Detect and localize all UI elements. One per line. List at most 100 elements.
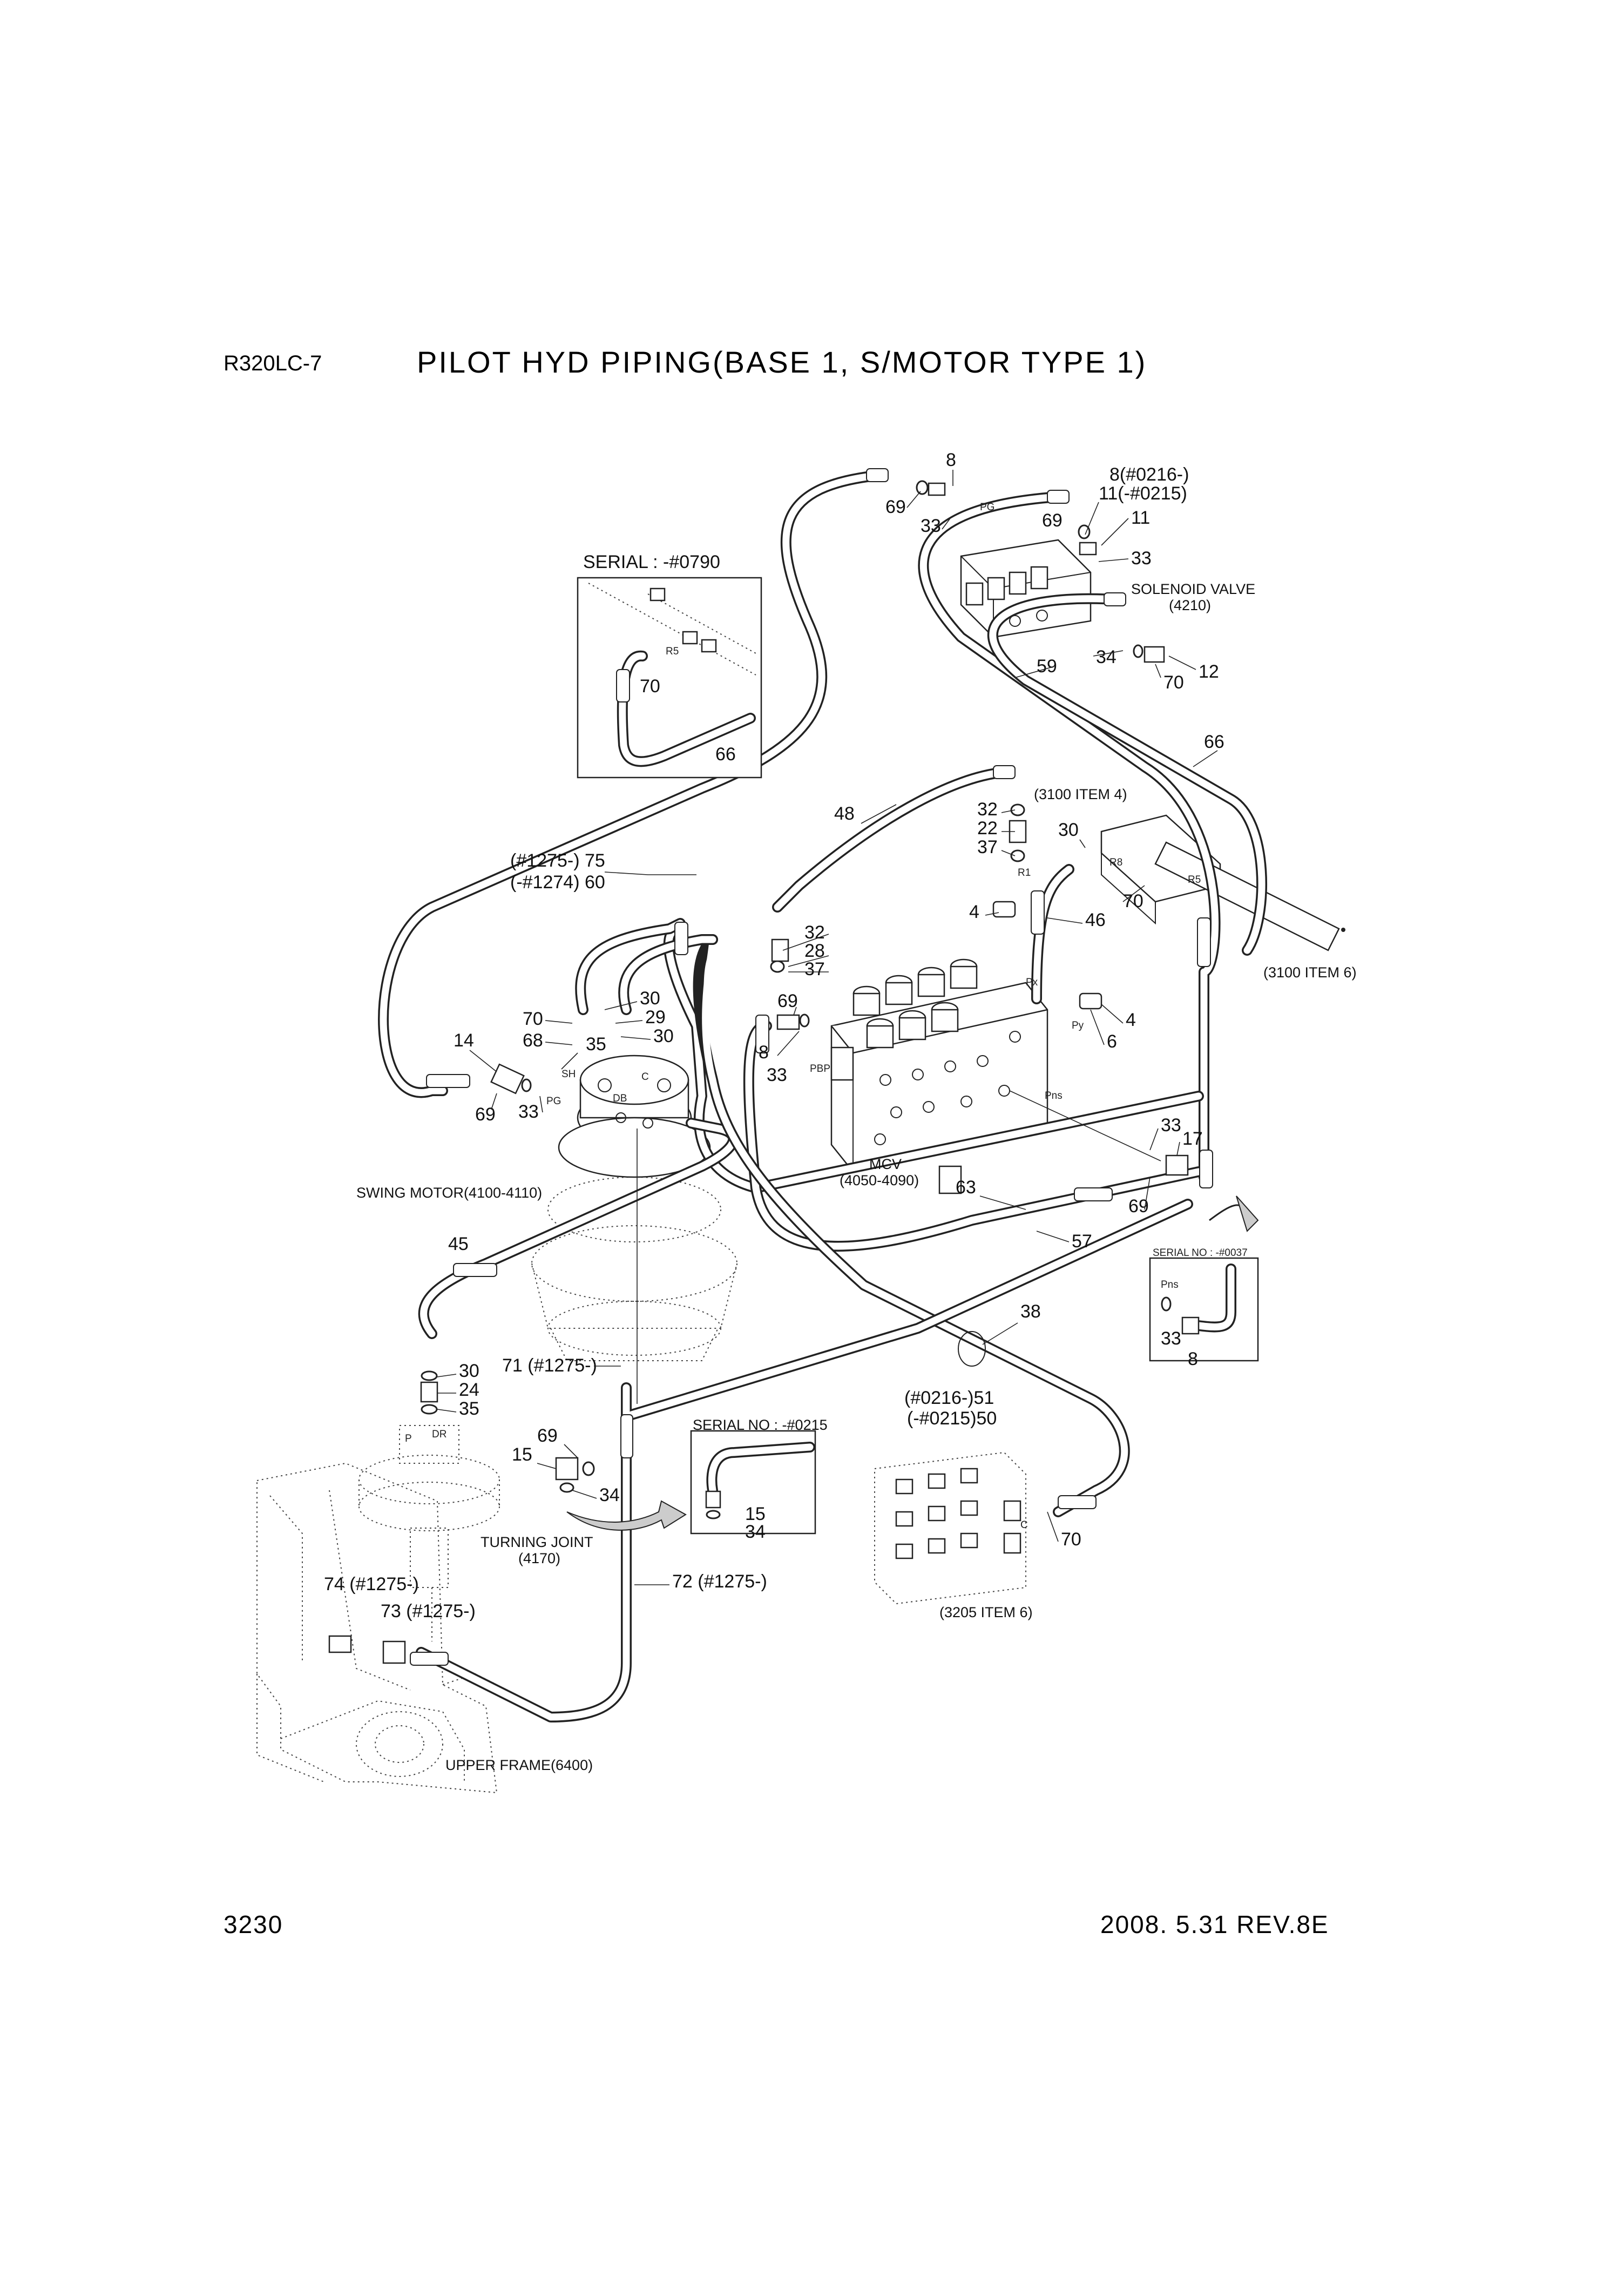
- callout-22: 22: [977, 818, 998, 839]
- callout-33-sv: 33: [1131, 548, 1152, 569]
- inset-0215-title: SERIAL NO : -#0215: [693, 1417, 828, 1433]
- inset-0037-title: SERIAL NO : -#0037: [1153, 1247, 1248, 1259]
- page-title: PILOT HYD PIPING(BASE 1, S/MOTOR TYPE 1): [417, 345, 1147, 379]
- callout-37-b: 37: [804, 959, 825, 979]
- callout-50: (-#0215)50: [907, 1408, 997, 1429]
- inset-0215-label-34: 34: [745, 1522, 766, 1542]
- callout-46: 46: [1085, 910, 1106, 930]
- port-r5: R5: [1188, 874, 1201, 886]
- mcv-ref: (4050-4090): [840, 1172, 919, 1188]
- callout-33-l: 33: [518, 1102, 539, 1122]
- callout-12-sv: 12: [1199, 661, 1219, 682]
- turning-joint-ref: (4170): [518, 1550, 560, 1566]
- ref-3205-item6: (3205 ITEM 6): [939, 1604, 1033, 1620]
- callout-38: 38: [1020, 1301, 1041, 1322]
- callout-57: 57: [1072, 1231, 1092, 1252]
- ref-3100-item6: (3100 ITEM 6): [1263, 964, 1357, 981]
- mcv-drawing: [830, 958, 1048, 1194]
- port-pbp: PBP: [810, 1063, 830, 1075]
- turning-joint-label: TURNING JOINT: [481, 1534, 593, 1550]
- callout-69-top: 69: [885, 497, 906, 517]
- inset-serial-0790: SERIAL : -#0790 R5 70 66: [577, 552, 762, 779]
- callout-66: 66: [1204, 732, 1224, 752]
- port-c-3205: C: [1020, 1519, 1028, 1531]
- inset-0215-label-15: 15: [745, 1504, 766, 1524]
- solenoid-valve-drawing: [960, 539, 1092, 638]
- solenoid-valve-label: SOLENOID VALVE: [1131, 581, 1255, 597]
- port-pg-top: PG: [980, 502, 994, 513]
- callout-32-a: 32: [977, 799, 998, 820]
- callout-15: 15: [512, 1444, 532, 1465]
- arrow-to-inset-0215: [566, 1500, 687, 1531]
- inset-0790-label-70: 70: [640, 676, 660, 697]
- port-pns: Pns: [1045, 1090, 1063, 1102]
- upper-frame-label: UPPER FRAME(6400): [445, 1757, 593, 1773]
- port-r1: R1: [1018, 867, 1031, 879]
- swing-motor-label: SWING MOTOR(4100-4110): [356, 1185, 542, 1201]
- callout-73: 73 (#1275-): [381, 1601, 476, 1621]
- callout-14: 14: [454, 1030, 474, 1051]
- callout-59: 59: [1037, 656, 1057, 677]
- port-py: Py: [1072, 1020, 1084, 1031]
- callout-35-tj: 35: [459, 1398, 479, 1419]
- page-number: 3230: [224, 1910, 283, 1938]
- port-p-tj: P: [405, 1433, 412, 1444]
- callout-6: 6: [1107, 1031, 1117, 1052]
- callout-8-top: 8: [946, 450, 956, 470]
- callout-35-sm: 35: [586, 1034, 606, 1055]
- callout-45: 45: [448, 1234, 469, 1254]
- valve-block-3205: [874, 1451, 1026, 1605]
- ref-3100-item4: (3100 ITEM 4): [1034, 786, 1127, 802]
- callout-11-sv: 11: [1131, 508, 1150, 528]
- marker-dot: [1341, 928, 1345, 932]
- callout-69-sv: 69: [1042, 510, 1063, 531]
- date-revision: 2008. 5.31 REV.8E: [1100, 1910, 1329, 1938]
- callout-29: 29: [645, 1007, 666, 1028]
- callout-70-sm: 70: [523, 1009, 543, 1029]
- turning-joint-drawing: [358, 1425, 500, 1641]
- callout-60: (-#1274) 60: [510, 872, 605, 893]
- accumulator-bracket-drawing: [1100, 814, 1340, 951]
- callout-69-rb: 69: [1128, 1196, 1149, 1217]
- mcv-spools: [852, 958, 978, 1049]
- callout-30-sm2: 30: [653, 1026, 674, 1046]
- callout-32-b: 32: [804, 922, 825, 943]
- callout-24: 24: [459, 1380, 479, 1400]
- hose-clamp-38: [958, 1331, 986, 1367]
- callout-63: 63: [956, 1177, 976, 1198]
- callout-8-0216: 8(#0216-): [1109, 464, 1189, 485]
- inset-0790-title: SERIAL : -#0790: [583, 552, 720, 572]
- mcv-label: MCV: [869, 1156, 902, 1172]
- callout-70-sv: 70: [1163, 672, 1184, 693]
- inset-0790-port: R5: [666, 646, 679, 657]
- callout-34-tj: 34: [599, 1485, 620, 1505]
- callout-48: 48: [834, 803, 855, 824]
- callout-71: 71 (#1275-): [502, 1355, 597, 1376]
- callout-28: 28: [804, 941, 825, 961]
- swing-motor-drawing: [531, 1055, 737, 1361]
- callout-4-b: 4: [1126, 1010, 1136, 1030]
- callout-51: (#0216-)51: [904, 1388, 994, 1408]
- callout-69-tj: 69: [537, 1425, 558, 1446]
- callout-4-a: 4: [969, 902, 979, 922]
- arrow-to-inset-0037-head: [1236, 1195, 1259, 1232]
- hose-network: [378, 468, 1268, 1722]
- callout-30-sm: 30: [640, 988, 660, 1009]
- callout-34-sv: 34: [1096, 647, 1116, 667]
- callout-69-m: 69: [777, 991, 798, 1011]
- inset-0037-label-33: 33: [1161, 1328, 1181, 1349]
- port-pg-sm: PG: [546, 1096, 561, 1107]
- callout-30-tj: 30: [459, 1361, 479, 1381]
- inset-serial-0037: SERIAL NO : -#0037 Pns 33 8: [1149, 1247, 1259, 1369]
- callout-74: 74 (#1275-): [324, 1574, 419, 1594]
- port-dr-tj: DR: [432, 1429, 446, 1440]
- port-db: DB: [613, 1093, 627, 1104]
- callout-37-a: 37: [977, 837, 998, 857]
- callout-33-rb: 33: [1161, 1115, 1181, 1136]
- port-r8: R8: [1109, 857, 1122, 868]
- hose-crimps: [410, 468, 1213, 1666]
- fittings: [328, 480, 1189, 1664]
- port-c-sm: C: [641, 1071, 649, 1083]
- inset-0037-label-8: 8: [1188, 1349, 1198, 1369]
